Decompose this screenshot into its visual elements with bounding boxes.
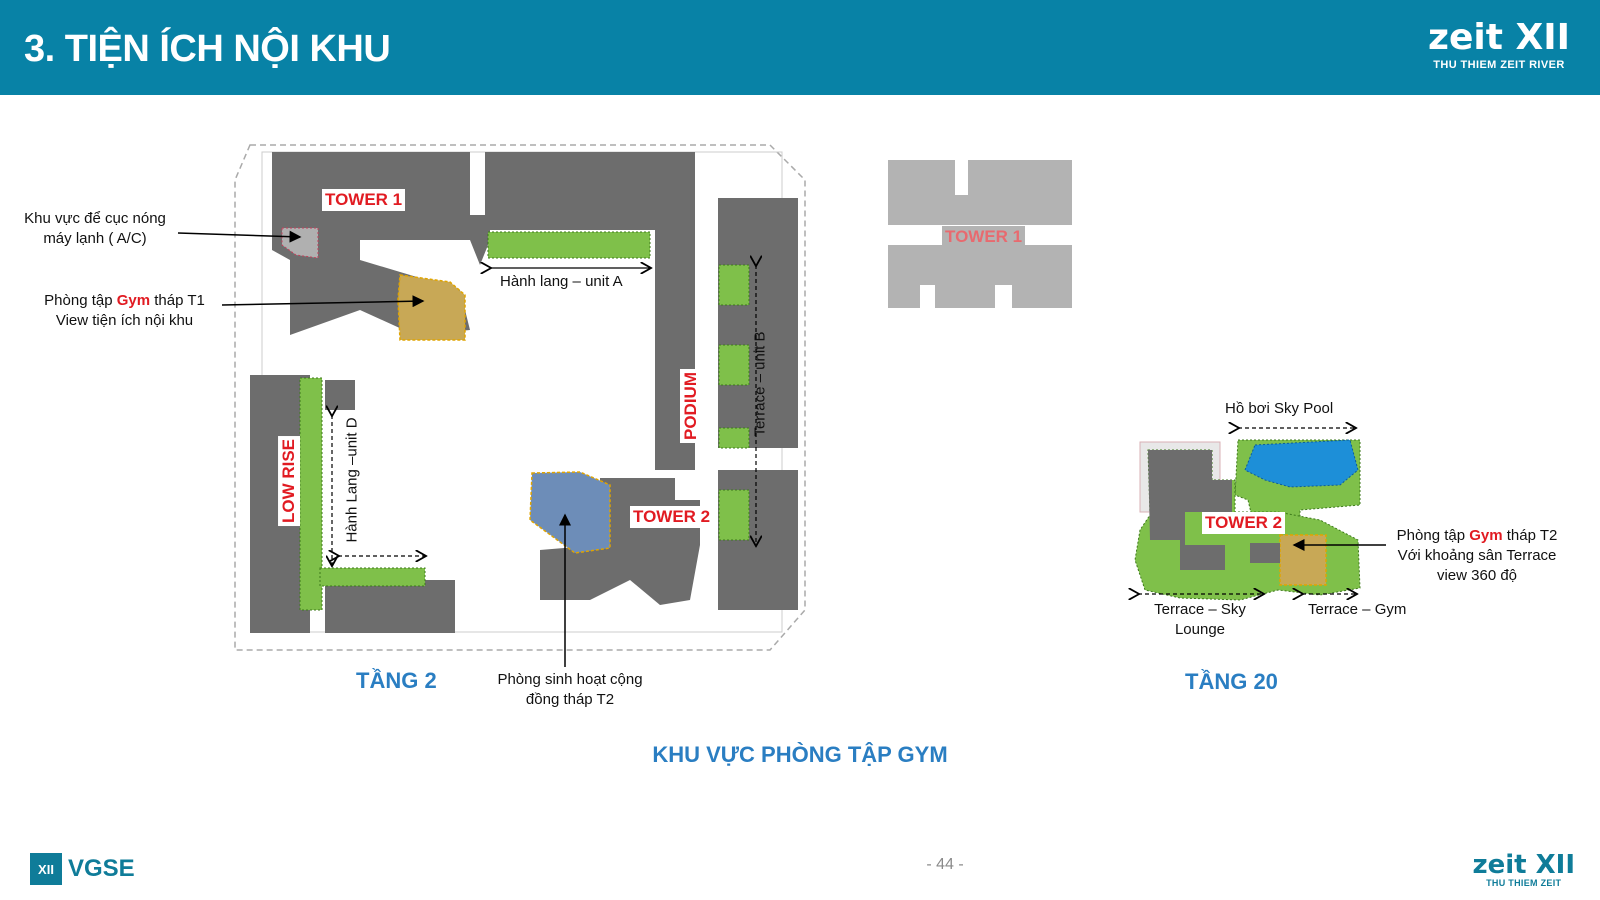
tower1-bottom-half (888, 245, 1072, 308)
tower2-floor20-plan (1134, 439, 1361, 601)
vgse-logo: XII VGSE (30, 853, 135, 885)
terrace-gym-label: Terrace – Gym (1308, 601, 1407, 618)
brand-wordmark: zeit XII (1428, 17, 1570, 58)
floor2-plan (234, 144, 806, 651)
terrace-sky-label: Terrace – Sky Lounge (1154, 601, 1246, 638)
footer-brand-logo: zeit XII THU THIEM ZEIT (1472, 852, 1575, 888)
tower2-core-right (1250, 543, 1280, 563)
gym-t2-label: Phòng tập Gym tháp T2 Với khoảng sân Ter… (1396, 527, 1558, 584)
terrace-b-green-3 (718, 427, 750, 449)
sky-pool (1244, 439, 1359, 488)
corridor-d-label: Hành Lang –unit D (343, 417, 361, 543)
terrace-b-label: Terrace – unit B (751, 331, 769, 437)
floor2-label: TẦNG 2 (356, 668, 437, 693)
corridor-a-label: Hành lang – unit A (500, 273, 623, 290)
low-rise-top (325, 380, 355, 410)
terrace-b-green-1 (718, 264, 750, 306)
low-rise-bottom (325, 580, 455, 633)
tower2-right-tag: TOWER 2 (1202, 512, 1286, 534)
terrace-b-green-4 (718, 489, 750, 541)
low-rise-green-vertical (299, 377, 323, 611)
sky-pool-label: Hồ bơi Sky Pool (1225, 400, 1334, 417)
gym-t1-leader-line (221, 295, 425, 308)
tower1-right-tag: TOWER 1 (942, 226, 1026, 248)
footer-brand-subtitle: THU THIEM ZEIT (1486, 878, 1562, 888)
page-number: - 44 - (926, 856, 964, 873)
tower1-floor20-plan (888, 160, 1072, 308)
footer-brand-wordmark: zeit XII (1472, 850, 1575, 880)
low-rise-green-horizontal (319, 567, 426, 587)
gym-t2-area (1279, 534, 1327, 586)
podium-tag: PODIUM (680, 369, 702, 443)
tower1-top-half (888, 160, 1072, 225)
tower1-tag: TOWER 1 (322, 189, 406, 211)
low-rise-tag: LOW RISE (278, 435, 301, 527)
community-room-label: Phòng sinh hoạt cộng đồng tháp T2 (497, 671, 643, 708)
vgse-mark: XII (30, 853, 62, 885)
floor20-label: TẦNG 20 (1185, 669, 1278, 694)
header-bar: 3. TIỆN ÍCH NỘI KHU zeit XII THU THIEM Z… (0, 0, 1600, 95)
terrace-b-green-2 (718, 344, 750, 386)
brand-subtitle: THU THIEM ZEIT RIVER (1433, 59, 1565, 71)
slide-caption: KHU VỰC PHÒNG TẬP GYM (652, 742, 948, 767)
brand-logo: zeit XII THU THIEM ZEIT RIVER (1428, 17, 1570, 72)
page-title: 3. TIỆN ÍCH NỘI KHU (24, 28, 391, 70)
community-room-t2 (529, 471, 611, 554)
tower2-core (1148, 450, 1232, 570)
tower2-tag: TOWER 2 (630, 506, 714, 528)
ac-area-label: Khu vực để cục nóng máy lạnh ( A/C) (24, 210, 166, 247)
ac-leader-line (177, 230, 302, 243)
vgse-text: VGSE (68, 855, 135, 882)
gym-t1-area (397, 274, 466, 341)
corridor-a-green (487, 231, 651, 259)
gym-t1-label: Phòng tập Gym tháp T1 View tiện ích nội … (44, 292, 205, 329)
